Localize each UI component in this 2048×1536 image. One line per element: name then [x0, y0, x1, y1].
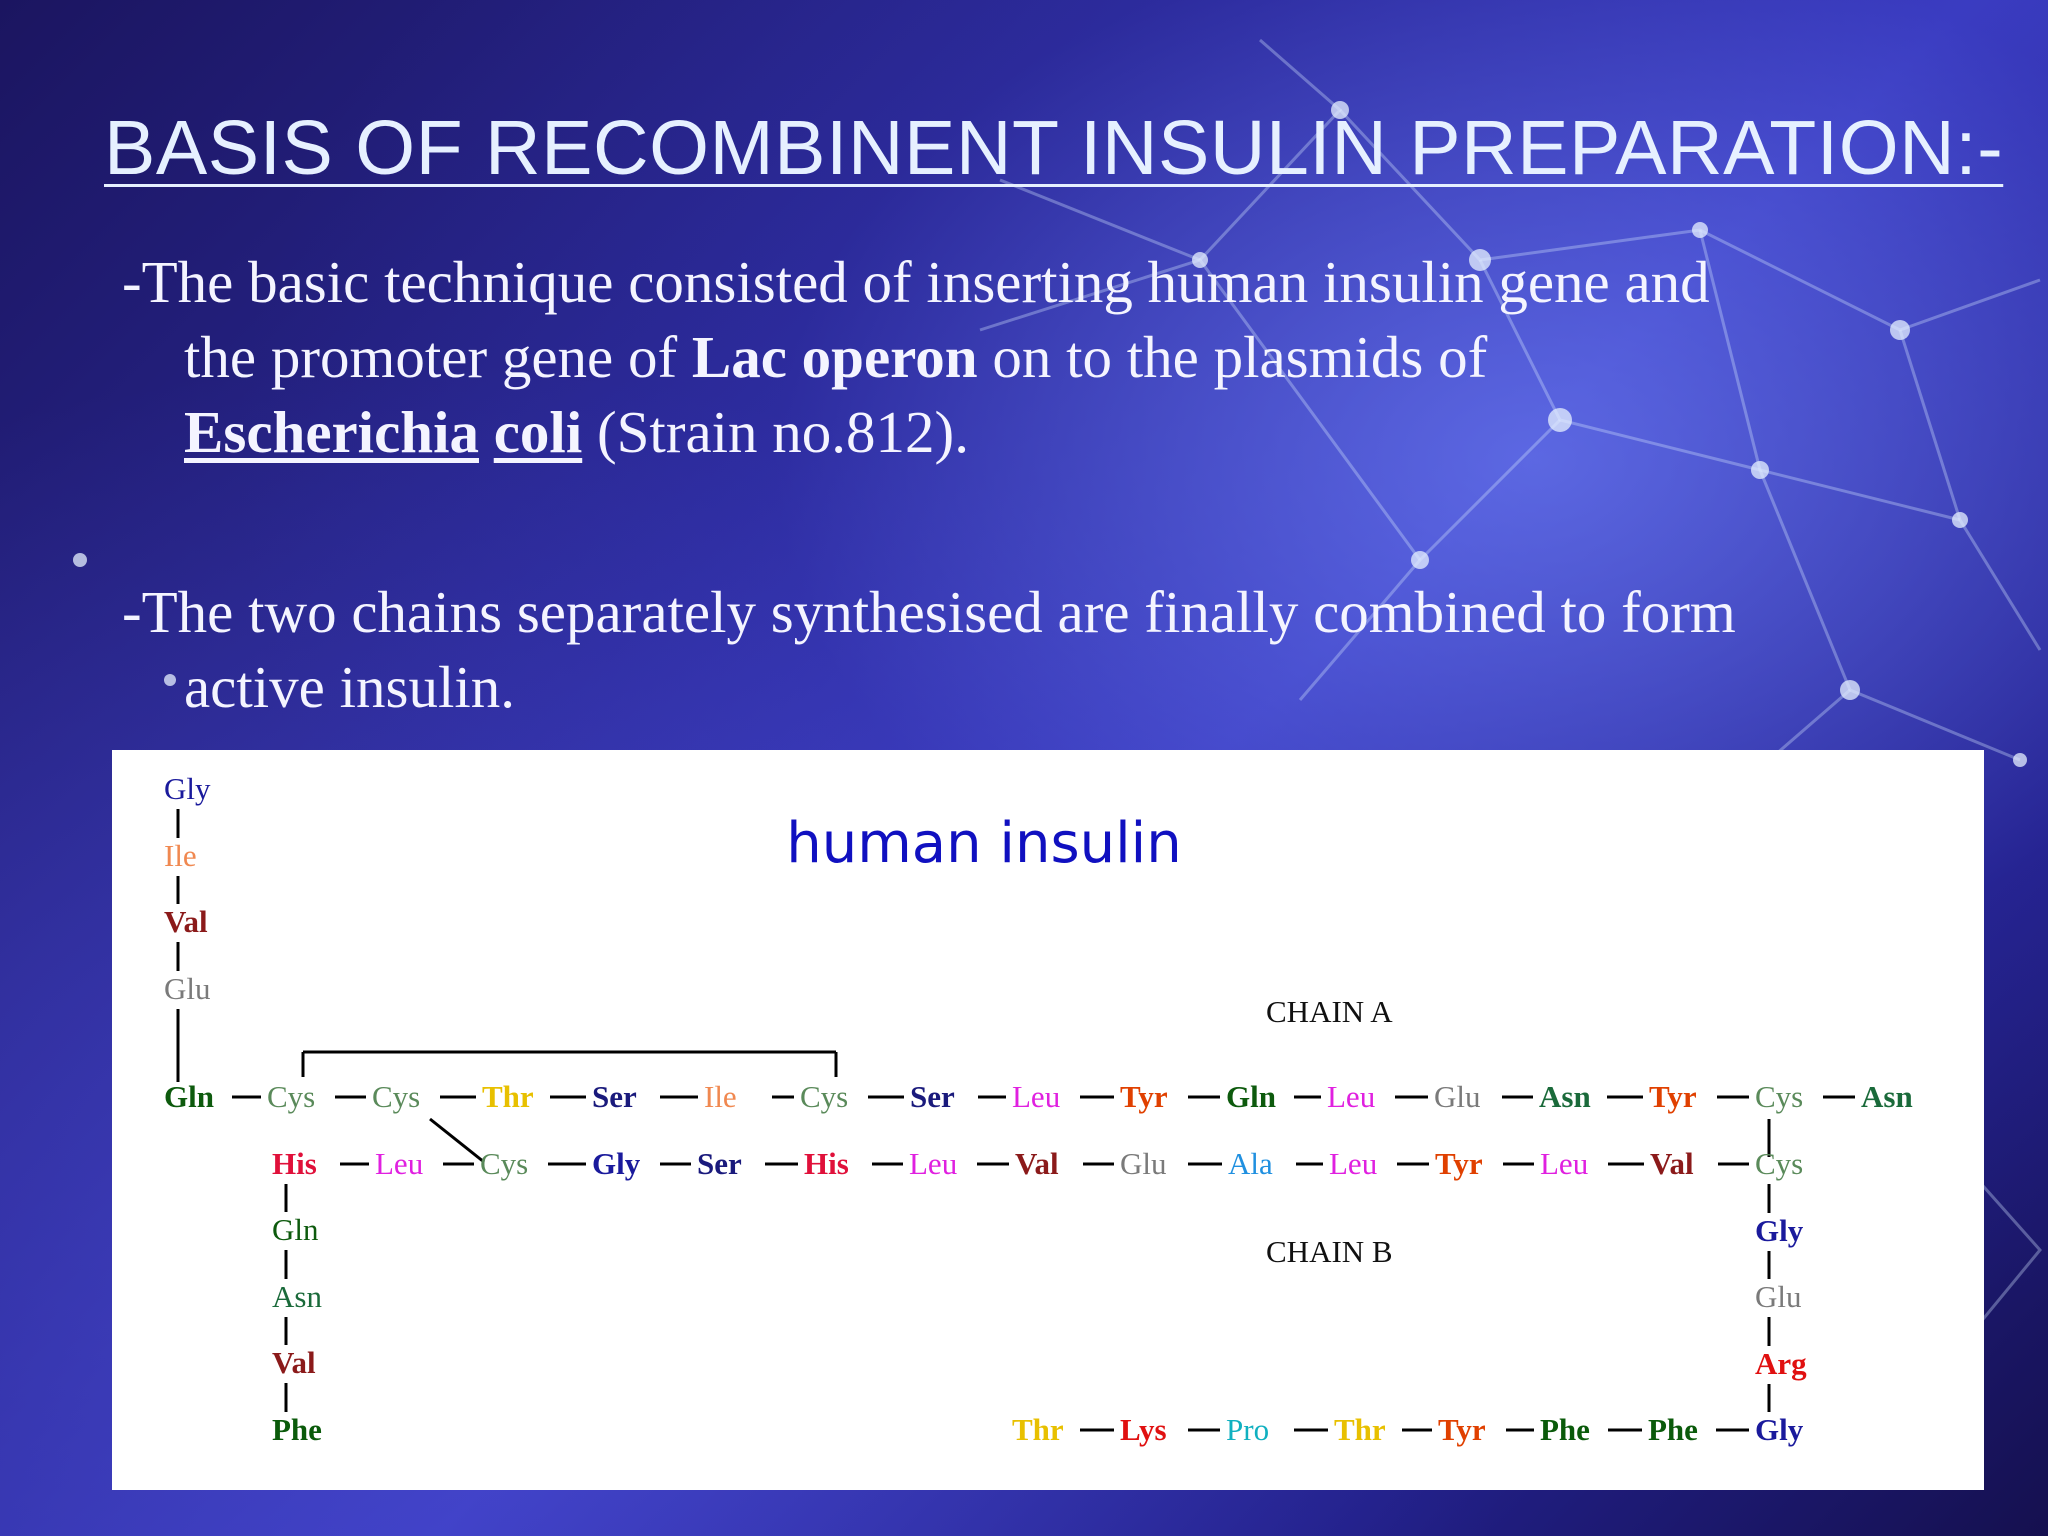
residue-label: Asn [1861, 1079, 1913, 1114]
residue-label: Tyr [1435, 1146, 1483, 1181]
residue-label: Gly [164, 771, 211, 806]
residue-label: Ser [697, 1146, 742, 1181]
residue-label: Pro [1226, 1412, 1269, 1447]
residue-label: Lys [1120, 1412, 1167, 1447]
residue-label: Tyr [1438, 1412, 1486, 1447]
residue-label: Cys [800, 1079, 848, 1114]
residue-label: Leu [375, 1146, 423, 1181]
residue-label: Arg [1755, 1346, 1807, 1381]
residue-label: Glu [1434, 1079, 1481, 1114]
paragraph-line: Escherichia coli (Strain no.812). [122, 395, 2002, 470]
text-run [479, 399, 494, 465]
slide-title: BASIS OF RECOMBINENT INSULIN PREPARATION… [104, 105, 2004, 191]
residue-label: Glu [1120, 1146, 1167, 1181]
residue-label: Cys [1755, 1146, 1803, 1181]
residue-label: Cys [372, 1079, 420, 1114]
residue-label: Tyr [1649, 1079, 1697, 1114]
residue-label: Gly [1755, 1412, 1804, 1447]
residue-label: His [272, 1146, 317, 1181]
residue-label: Tyr [1120, 1079, 1168, 1114]
residue-label: Ile [704, 1079, 737, 1114]
residue-label: Leu [1012, 1079, 1060, 1114]
disulfide-bond [429, 1117, 485, 1164]
residue-label: Leu [1329, 1146, 1377, 1181]
residue-label: Gln [1226, 1079, 1276, 1114]
residue-label: Cys [1755, 1079, 1803, 1114]
residue-label: Gln [272, 1212, 319, 1247]
residue-label: Ser [910, 1079, 955, 1114]
text-run: the promoter gene of [184, 324, 692, 390]
residue-label: Val [1650, 1146, 1694, 1181]
species-genus: Escherichia [184, 399, 479, 465]
residue-label: Phe [272, 1412, 322, 1447]
residue-label: Leu [1540, 1146, 1588, 1181]
residue-label: Val [272, 1345, 316, 1380]
lac-operon-term: Lac operon [691, 324, 978, 390]
residue-label: Asn [1539, 1079, 1591, 1114]
residue-label: Gly [1755, 1213, 1804, 1248]
paragraph-line: -The basic technique consisted of insert… [122, 249, 1710, 315]
paragraph-line: -The two chains separately synthesised a… [122, 579, 1736, 645]
chain-a-label: CHAIN A [1266, 994, 1393, 1029]
residue-label: His [804, 1146, 849, 1181]
paragraph-technique: -The basic technique consisted of insert… [122, 245, 2002, 470]
residue-label: Val [1015, 1146, 1059, 1181]
chain-b-label: CHAIN B [1266, 1234, 1393, 1269]
residue-label: Thr [482, 1079, 534, 1114]
paragraph-line: the promoter gene of Lac operon on to th… [122, 320, 2002, 395]
text-run: (Strain no.812). [582, 399, 969, 465]
residue-label: Asn [272, 1279, 322, 1314]
residue-label: Thr [1012, 1412, 1064, 1447]
species-epithet: coli [493, 399, 583, 465]
residue-label: Leu [1327, 1079, 1375, 1114]
residue-label: Cys [480, 1146, 528, 1181]
residue-label: Ser [592, 1079, 637, 1114]
text-run: on to the plasmids of [977, 324, 1488, 390]
residue-label: Glu [164, 971, 211, 1006]
residue-label: Thr [1334, 1412, 1386, 1447]
diagram-title: human insulin [786, 811, 1181, 876]
residue-label: Ile [164, 838, 197, 873]
residue-label: Ala [1228, 1146, 1273, 1181]
residue-label: Cys [267, 1079, 315, 1114]
residue-label: Phe [1648, 1412, 1698, 1447]
residue-label: Leu [909, 1146, 957, 1181]
residue-label: Glu [1755, 1279, 1802, 1314]
residue-label: Gln [164, 1079, 214, 1114]
residue-label: Val [164, 904, 208, 939]
residue-label: Phe [1540, 1412, 1590, 1447]
paragraph-line: active insulin. [184, 654, 515, 720]
residue-label: Gly [592, 1146, 641, 1181]
paragraph-chains: -The two chains separately synthesised a… [122, 575, 2002, 725]
